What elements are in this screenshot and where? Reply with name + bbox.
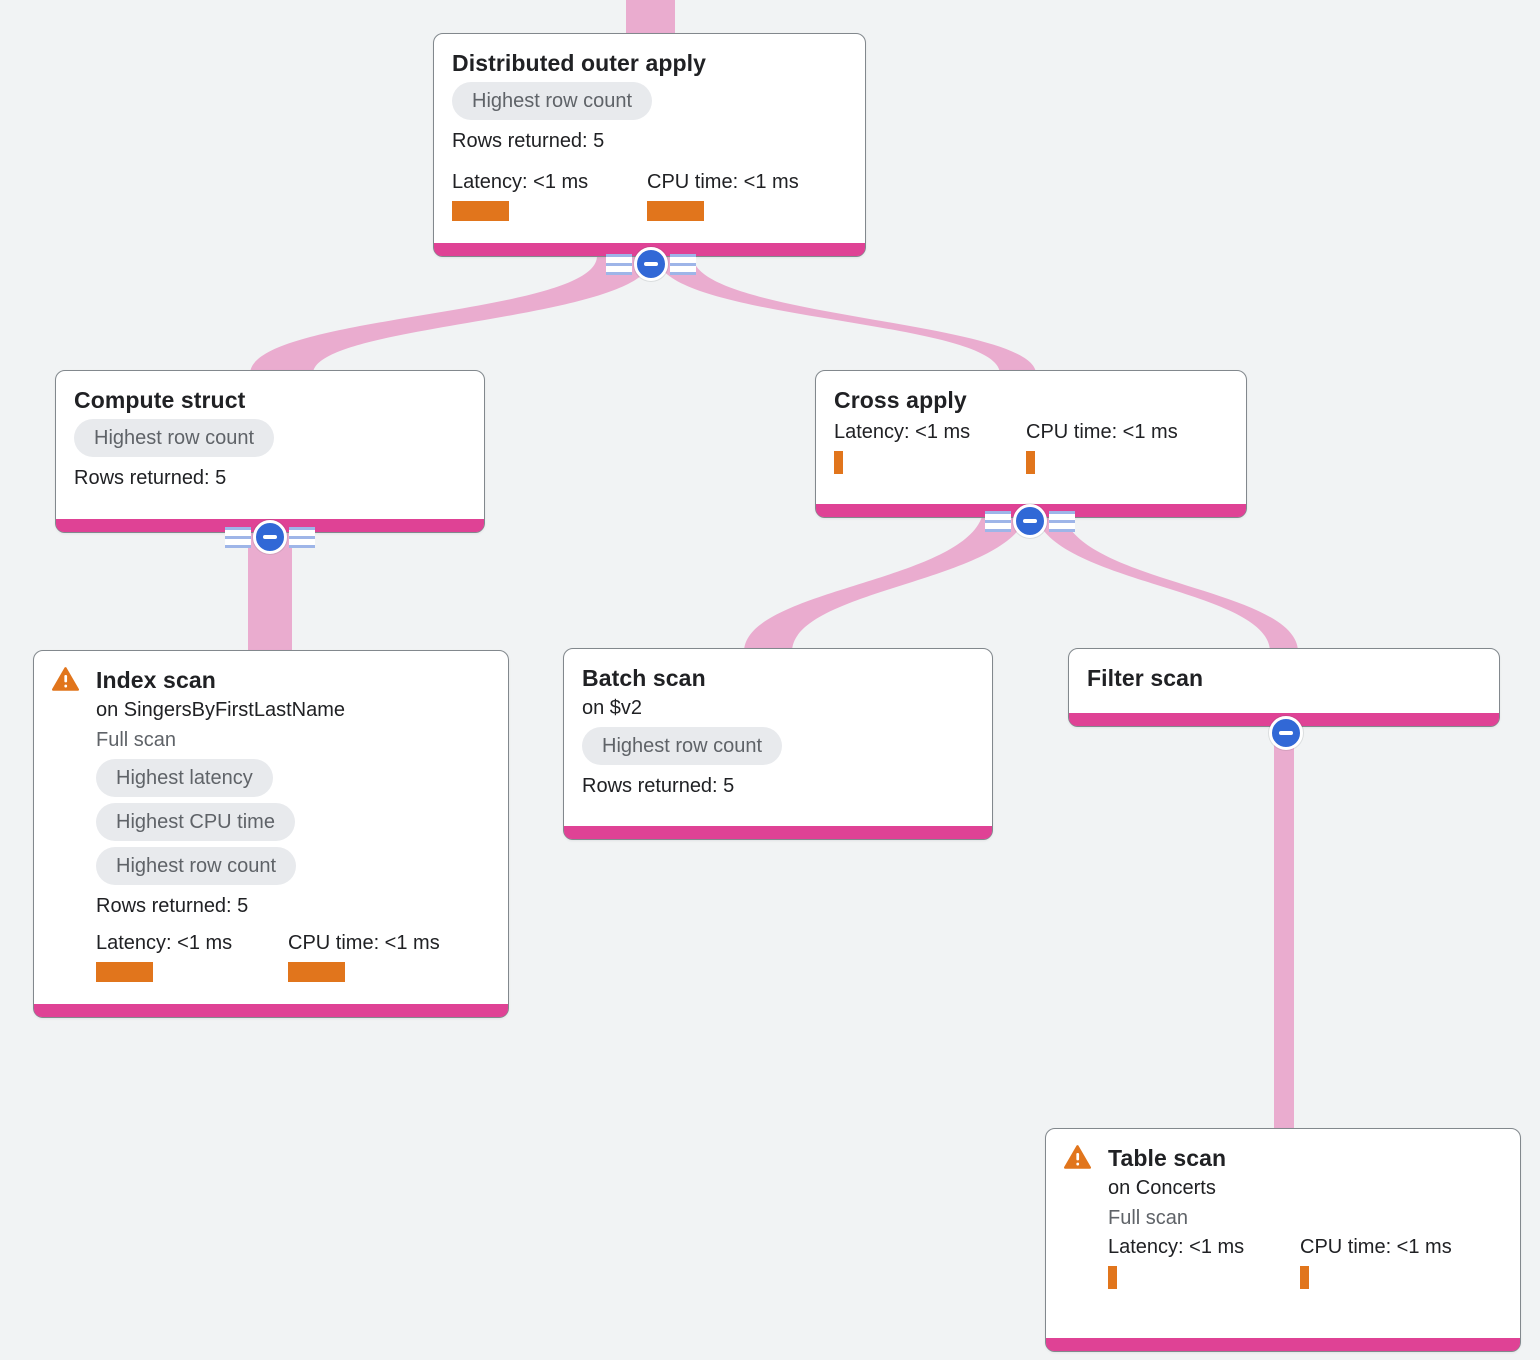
edge-stripes: [670, 253, 696, 275]
plan-node-distributed-outer-apply[interactable]: Distributed outer apply Highest row coun…: [433, 33, 866, 257]
node-title: Compute struct: [74, 387, 246, 413]
cpu-bar: [647, 201, 704, 221]
collapse-minus-icon: [634, 247, 668, 281]
highest-row-count-badge: Highest row count: [452, 82, 653, 120]
node-title: Filter scan: [1087, 665, 1204, 691]
cpu-bar: [1026, 451, 1035, 474]
latency-metric: Latency: <1 ms: [452, 168, 647, 221]
highest-row-count-badge: Highest row count: [74, 419, 275, 457]
collapse-button-compute-struct[interactable]: [225, 520, 315, 554]
node-body: on SingersByFirstLastName Full scan High…: [96, 695, 490, 982]
latency-label: Latency: <1 ms: [834, 421, 971, 443]
plan-node-filter-scan[interactable]: Filter scan: [1068, 648, 1500, 727]
badge-row: Highest CPU time: [96, 803, 490, 841]
latency-bar: [1108, 1266, 1117, 1289]
rows-returned: Rows returned: 5: [582, 775, 735, 797]
node-subtitle: on Concerts: [1108, 1177, 1216, 1199]
edge-stripes: [606, 253, 632, 275]
edge-stripes: [225, 526, 251, 548]
node-title: Index scan: [96, 667, 216, 693]
node-title: Distributed outer apply: [452, 50, 707, 76]
latency-metric: Latency: <1 ms: [96, 929, 288, 982]
node-head: Table scan: [1064, 1143, 1502, 1173]
node-title: Table scan: [1108, 1145, 1227, 1171]
metrics: Latency: <1 ms CPU time: <1 ms: [96, 929, 490, 982]
node-title: Cross apply: [834, 387, 967, 413]
badge-row: Highest row count: [74, 419, 466, 457]
latency-label: Latency: <1 ms: [96, 932, 233, 954]
collapse-minus-icon: [1269, 716, 1303, 750]
latency-metric: Latency: <1 ms: [1108, 1233, 1300, 1289]
edge-filter-scan-to-table-scan: [1274, 700, 1294, 1140]
edge-stripes: [985, 510, 1011, 532]
scan-type: Full scan: [96, 729, 177, 751]
plan-node-cross-apply[interactable]: Cross apply Latency: <1 ms CPU time: <1 …: [815, 370, 1247, 518]
node-body: on Concerts Full scan Latency: <1 ms CPU…: [1108, 1173, 1502, 1289]
highest-row-count-badge: Highest row count: [582, 727, 783, 765]
warning-icon: [52, 667, 79, 691]
latency-bar: [96, 962, 153, 982]
plan-node-batch-scan[interactable]: Batch scan on $v2 Highest row count Rows…: [563, 648, 993, 840]
cpu-label: CPU time: <1 ms: [288, 932, 440, 954]
edge-distributed-outer-apply-to-compute-struct: [250, 256, 653, 374]
latency-label: Latency: <1 ms: [1108, 1236, 1245, 1258]
node-head: Index scan: [52, 665, 490, 695]
node-footer-bar: [1046, 1338, 1520, 1351]
cpu-label: CPU time: <1 ms: [1026, 421, 1178, 443]
plan-node-index-scan[interactable]: Index scan on SingersByFirstLastName Ful…: [33, 650, 509, 1018]
scan-type: Full scan: [1108, 1207, 1189, 1229]
cpu-label: CPU time: <1 ms: [1300, 1236, 1452, 1258]
highest-row-count-badge: Highest row count: [96, 847, 297, 885]
cpu-label: CPU time: <1 ms: [647, 171, 799, 193]
collapse-button-cross-apply[interactable]: [985, 504, 1075, 538]
collapse-minus-icon: [1013, 504, 1047, 538]
node-footer-bar: [564, 826, 992, 839]
edge-stripes: [1049, 510, 1075, 532]
rows-returned: Rows returned: 5: [96, 895, 249, 917]
metrics: Latency: <1 ms CPU time: <1 ms: [834, 418, 1228, 474]
edge-cross-apply-to-batch-scan: [744, 505, 1028, 652]
collapse-minus-icon: [253, 520, 287, 554]
plan-node-compute-struct[interactable]: Compute struct Highest row count Rows re…: [55, 370, 485, 533]
cpu-bar: [1300, 1266, 1309, 1289]
node-footer-bar: [34, 1004, 508, 1017]
node-title: Batch scan: [582, 665, 706, 691]
badge-row: Highest latency: [96, 759, 490, 797]
metrics: Latency: <1 ms CPU time: <1 ms: [1108, 1233, 1502, 1289]
plan-node-table-scan[interactable]: Table scan on Concerts Full scan Latency…: [1045, 1128, 1521, 1352]
edge-stripes: [289, 526, 315, 548]
warning-icon: [1064, 1145, 1091, 1169]
latency-bar: [834, 451, 843, 474]
cpu-metric: CPU time: <1 ms: [1026, 418, 1218, 474]
collapse-button-filter-scan[interactable]: [1267, 716, 1305, 750]
cpu-metric: CPU time: <1 ms: [1300, 1233, 1492, 1289]
badge-row: Highest row count: [582, 727, 974, 765]
cpu-metric: CPU time: <1 ms: [288, 929, 480, 982]
highest-latency-badge: Highest latency: [96, 759, 273, 797]
node-subtitle: on SingersByFirstLastName: [96, 699, 345, 721]
latency-metric: Latency: <1 ms: [834, 418, 1026, 474]
latency-label: Latency: <1 ms: [452, 171, 589, 193]
collapse-button-distributed-outer-apply[interactable]: [606, 247, 696, 281]
highest-cpu-time-badge: Highest CPU time: [96, 803, 295, 841]
edge-root-to-distributed-outer-apply: [626, 0, 675, 40]
badge-row: Highest row count: [96, 847, 490, 885]
node-subtitle: on $v2: [582, 697, 643, 719]
cpu-bar: [288, 962, 345, 982]
badge-row: Highest row count: [452, 82, 847, 120]
metrics: Latency: <1 ms CPU time: <1 ms: [452, 168, 847, 221]
rows-returned: Rows returned: 5: [74, 467, 227, 489]
rows-returned: Rows returned: 5: [452, 130, 605, 152]
edge-distributed-outer-apply-to-cross-apply: [657, 256, 1036, 374]
cpu-metric: CPU time: <1 ms: [647, 168, 842, 221]
latency-bar: [452, 201, 509, 221]
